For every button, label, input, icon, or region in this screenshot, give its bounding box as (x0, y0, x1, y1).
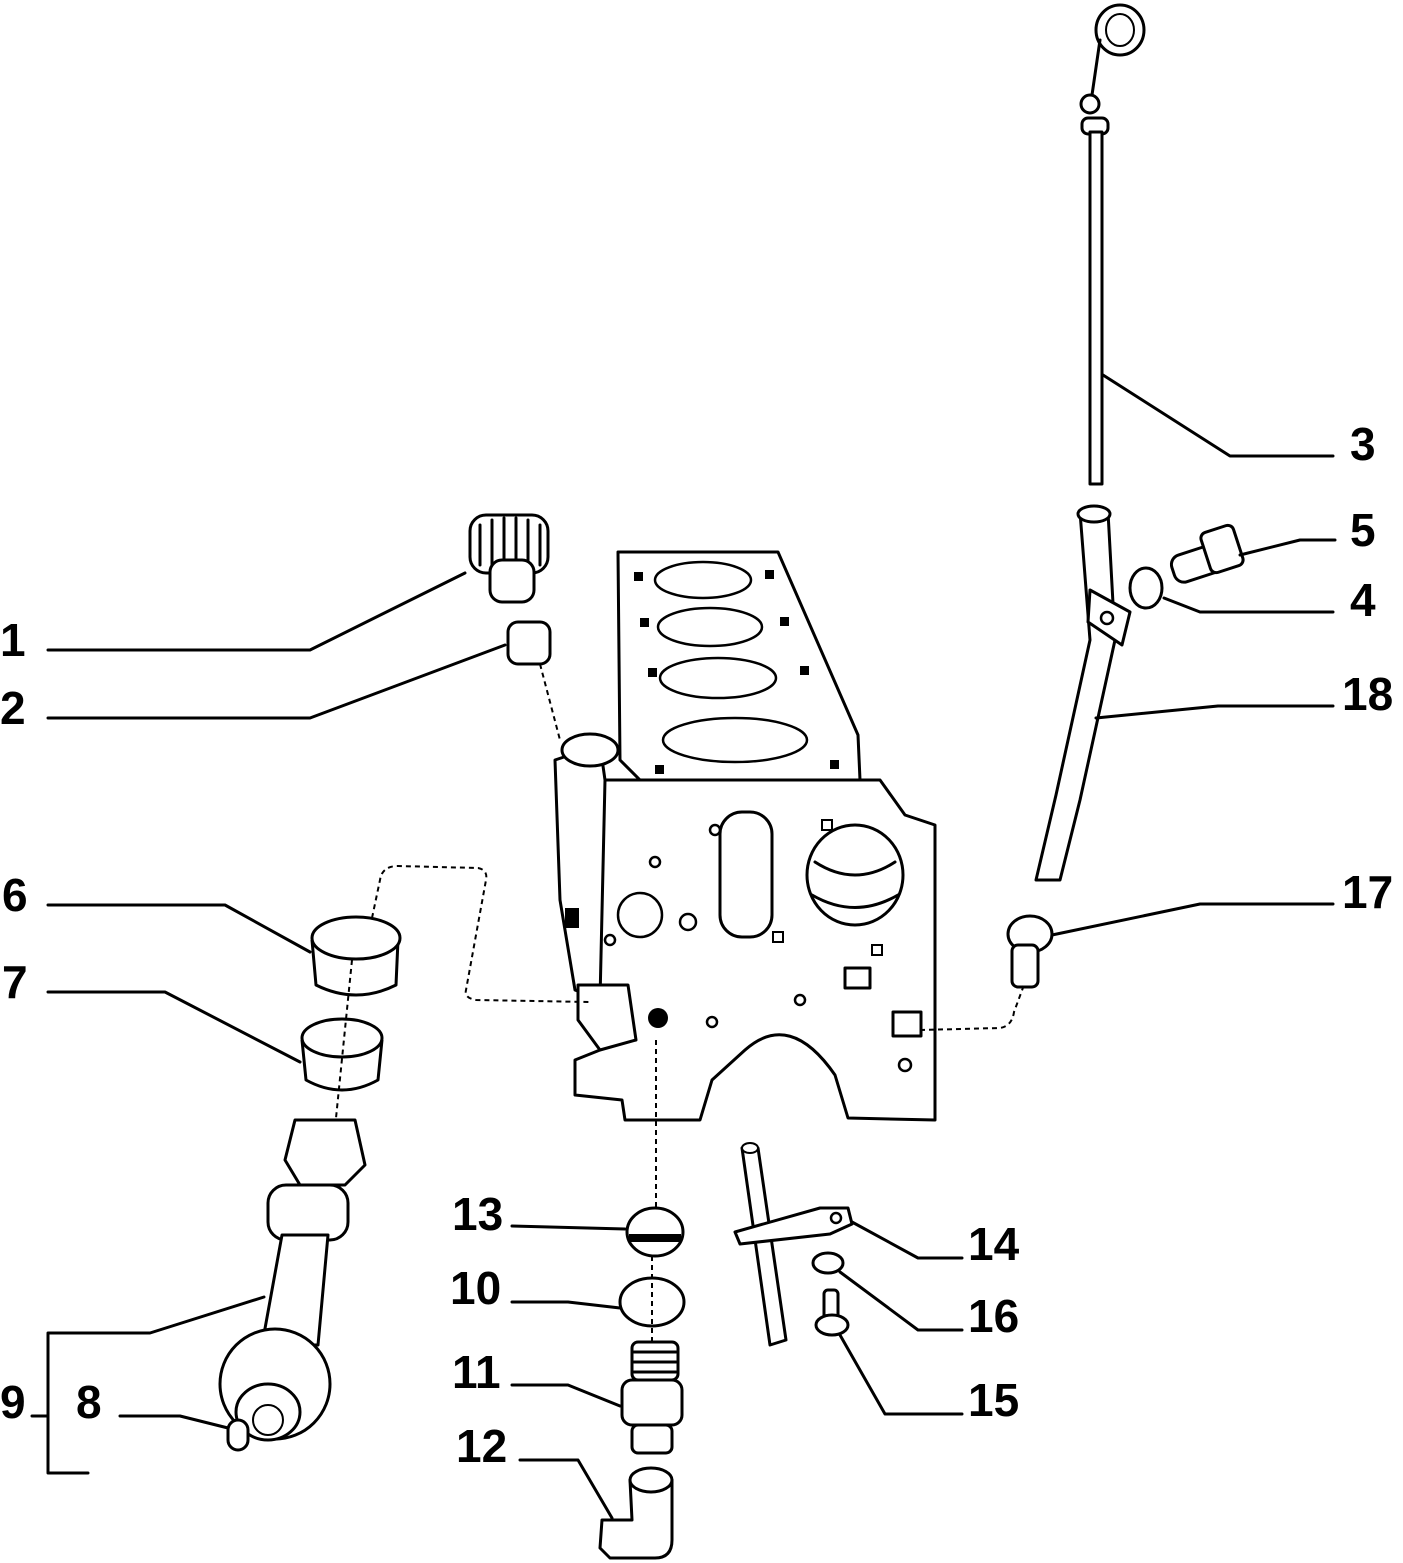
leader-11 (510, 1383, 622, 1408)
assembly-lines (335, 663, 1025, 1345)
leader-7 (46, 990, 302, 1064)
banjo-bolt (1006, 914, 1054, 989)
bushing (506, 620, 552, 666)
callout-10: 10 (450, 1262, 501, 1314)
callout-12: 12 (456, 1420, 507, 1472)
o-ring-seal (300, 1017, 384, 1092)
callout-6: 6 (2, 869, 28, 921)
leader-14 (850, 1220, 964, 1260)
bolt (1169, 523, 1245, 584)
drive-gear (468, 513, 550, 604)
leader-1 (46, 571, 467, 652)
leader-8 (118, 1414, 230, 1430)
plug (625, 1206, 685, 1258)
callout-11: 11 (452, 1346, 501, 1398)
leader-10 (510, 1300, 622, 1310)
callout-15: 15 (968, 1374, 1019, 1426)
oil-pressure-switch (620, 1340, 684, 1455)
leader-4 (1162, 596, 1335, 614)
guide-tube-bracket (733, 1142, 854, 1347)
engine-block (553, 550, 937, 1122)
leader-5 (1238, 538, 1337, 557)
seal-ring (310, 915, 402, 997)
small-washer (811, 1251, 845, 1275)
dipstick (1079, 3, 1146, 486)
callout-4: 4 (1350, 574, 1376, 626)
leader-lines (30, 373, 1337, 1520)
oil-pump-drive-shaft (218, 1118, 367, 1442)
callout-3: 3 (1350, 418, 1376, 470)
callout-13: 13 (452, 1188, 503, 1240)
callout-2: 2 (0, 682, 26, 734)
leader-2 (46, 643, 507, 720)
callout-5: 5 (1350, 504, 1376, 556)
leader-6 (46, 903, 312, 954)
leader-13 (510, 1224, 627, 1231)
callout-9: 9 (0, 1376, 26, 1428)
callout-14: 14 (968, 1218, 1020, 1270)
callout-8: 8 (76, 1376, 102, 1428)
leader-18 (1094, 704, 1335, 720)
leader-9 (46, 1295, 266, 1475)
callout-7: 7 (2, 956, 28, 1008)
screw (814, 1288, 850, 1337)
leader-16 (838, 1270, 964, 1332)
elbow-connector (598, 1466, 674, 1560)
dipstick-tube (1034, 504, 1132, 882)
leader-3 (1101, 373, 1335, 458)
callout-17: 17 (1342, 866, 1393, 918)
pin (226, 1418, 250, 1452)
callout-1: 1 (0, 614, 26, 666)
washer (1128, 566, 1164, 610)
leader-17 (1050, 902, 1335, 937)
leader-15 (838, 1333, 964, 1416)
callout-16: 16 (968, 1290, 1019, 1342)
callout-labels: 1 2 3 5 4 18 17 6 7 9 8 13 10 11 12 14 1… (0, 418, 1393, 1472)
leader-12 (518, 1458, 614, 1520)
callout-18: 18 (1342, 668, 1393, 720)
